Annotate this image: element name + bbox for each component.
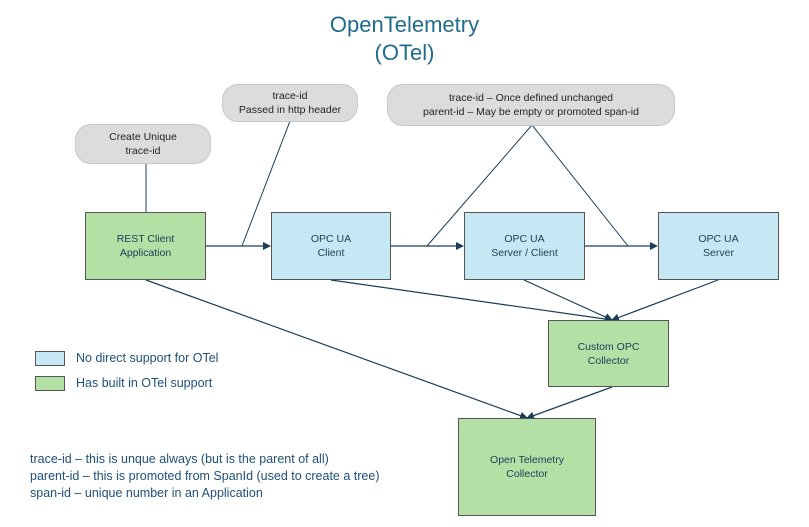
box-opcua-client-line1: OPC UA [310, 233, 352, 245]
box-opcua-server: OPC UA Server [658, 212, 779, 280]
legend-label-no-support: No direct support for OTel [76, 351, 219, 365]
arrow-rest-to-otel-collector [145, 279, 528, 420]
box-open-telemetry-collector-line1: Open Telemetry [490, 454, 564, 466]
bubble-passed-header: trace-id Passed in http header [222, 84, 358, 122]
note-span-id: span-id – unique number in an Applicatio… [30, 486, 263, 500]
legend-swatch-green [35, 376, 65, 391]
arrow-custom-to-otel-collector [526, 386, 613, 420]
bubble-passed-header-line2: Passed in http header [238, 104, 342, 116]
note-parent-id: parent-id – this is promoted from SpanId… [30, 469, 380, 483]
box-opcua-client-line2: Client [317, 247, 345, 259]
legend-label-built-in: Has built in OTel support [76, 376, 213, 390]
box-opcua-server-client-line2: Server / Client [491, 247, 558, 259]
box-opcua-server-line1: OPC UA [698, 233, 739, 245]
box-custom-opc-collector-line2: Collector [587, 354, 630, 367]
box-rest-client: REST Client Application [85, 212, 206, 280]
box-custom-opc-collector: Custom OPC Collector [548, 320, 669, 387]
box-opcua-server-line2: Server [703, 247, 734, 259]
bubble-create-unique-line1: Create Unique [109, 131, 177, 143]
callout-once-defined-right [531, 124, 629, 247]
box-rest-client-line2: Application [119, 247, 172, 259]
arrow-client-to-custom-collector [330, 279, 613, 323]
box-open-telemetry-collector: Open Telemetry Collector [458, 418, 596, 516]
bubble-once-defined: trace-id – Once defined unchanged parent… [387, 84, 675, 126]
bubble-once-defined-line2: parent-id – May be empty or promoted spa… [423, 106, 639, 118]
arrow-server-client-to-custom-collector [523, 279, 613, 321]
callout-passed-header [241, 120, 291, 247]
diagram-title: OpenTelemetry [329, 12, 480, 37]
box-opcua-server-client: OPC UA Server / Client [464, 212, 585, 280]
box-open-telemetry-collector-line2: Collector [506, 468, 548, 480]
bubble-create-unique-line2: trace-id [125, 145, 161, 157]
box-opcua-server-client-line1: OPC UA [504, 233, 545, 245]
note-trace-id: trace-id – this is unque always (but is … [30, 452, 329, 466]
box-custom-opc-collector-line1: Custom OPC [577, 340, 640, 353]
bubble-passed-header-line1: trace-id [272, 90, 308, 102]
callout-once-defined-left [426, 124, 533, 247]
bubble-create-unique: Create Unique trace-id [75, 124, 211, 164]
box-rest-client-line1: REST Client [116, 233, 175, 245]
box-opcua-client: OPC UA Client [271, 212, 391, 280]
bubble-once-defined-line1: trace-id – Once defined unchanged [448, 92, 614, 104]
diagram-subtitle: (OTel) [374, 40, 435, 65]
arrow-server-to-custom-collector [611, 279, 719, 322]
legend-swatch-blue [35, 351, 65, 366]
